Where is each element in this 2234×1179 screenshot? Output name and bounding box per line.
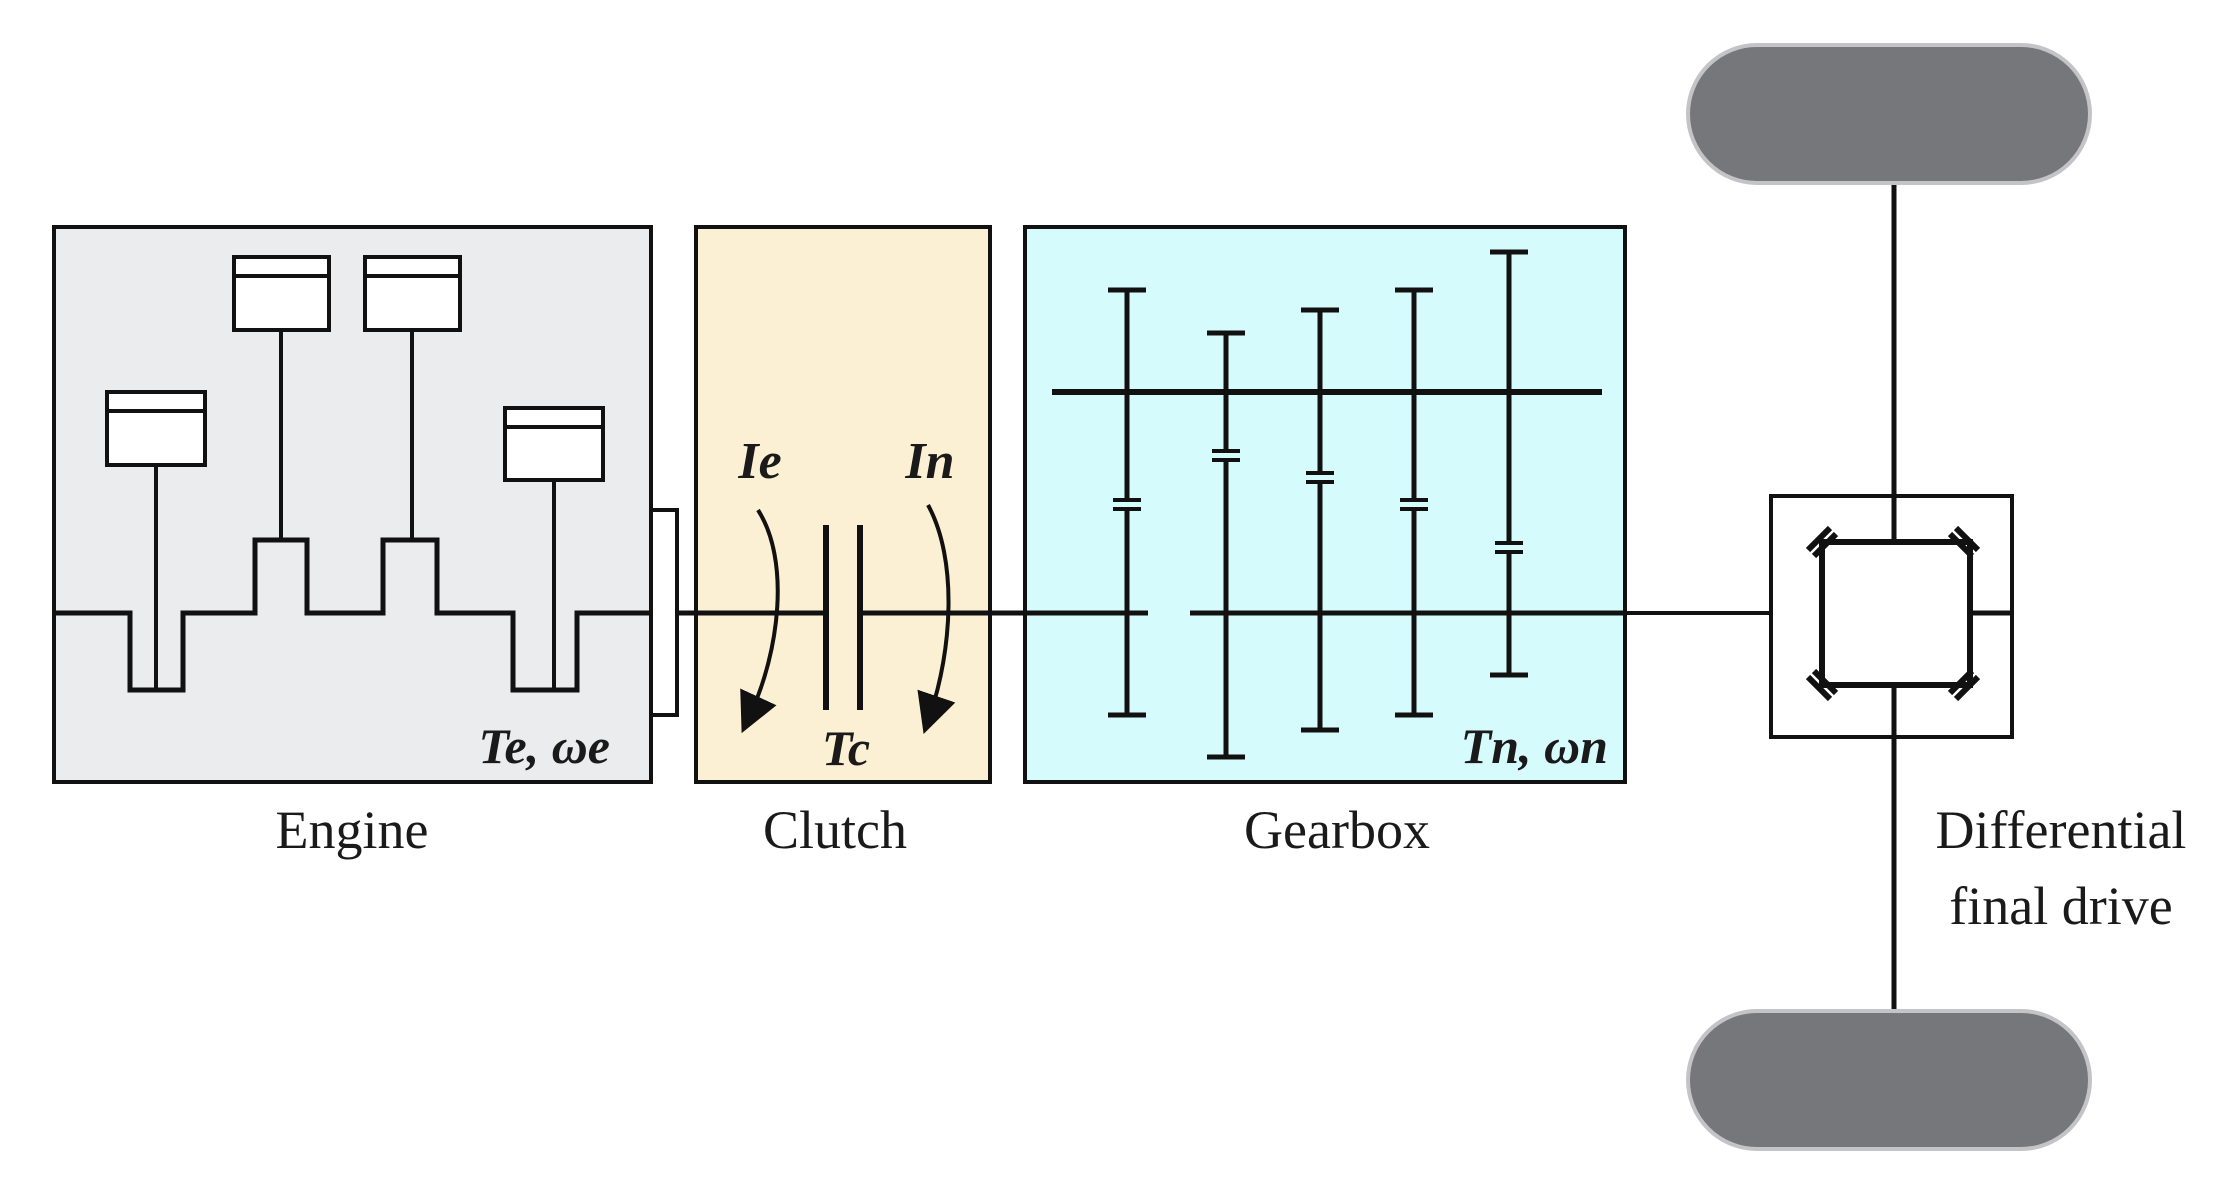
inertia-arrow-right xyxy=(917,504,956,734)
differential-inner xyxy=(1819,539,1973,688)
engine-label: Engine xyxy=(276,800,429,860)
differential-bevel-gears xyxy=(1805,525,1981,702)
inertia-arrow-left xyxy=(740,508,780,734)
gear-pair-5 xyxy=(1490,249,1528,678)
engine-box xyxy=(52,225,653,784)
piston-head-4 xyxy=(503,406,605,482)
differential-label-line1: Differential xyxy=(1936,800,2187,860)
clutch-inertia-right: In xyxy=(904,433,954,490)
clutch-block: Ie In Tc xyxy=(677,225,992,784)
gear-pair-1 xyxy=(1108,287,1146,718)
gear-pair-3 xyxy=(1301,307,1339,733)
differential-label-line2: final drive xyxy=(1949,876,2172,936)
clutch-label: Clutch xyxy=(763,800,907,860)
gearbox-annotation: Tn, ωn xyxy=(1461,718,1608,774)
gear-pair-2 xyxy=(1207,330,1245,760)
gearbox-block: Tn, ωn xyxy=(990,225,1627,784)
engine-crankshaft xyxy=(54,537,651,693)
flywheel xyxy=(649,508,679,717)
piston-head-1 xyxy=(105,390,207,467)
piston-head-3 xyxy=(363,255,462,332)
engine-block: Te, ωe xyxy=(52,225,653,784)
clutch-inertia-left: Ie xyxy=(737,433,781,490)
clutch-box xyxy=(694,225,992,784)
clutch-torque: Tc xyxy=(822,720,870,776)
engine-annotation: Te, ωe xyxy=(479,718,611,774)
wheel-lower xyxy=(1686,1009,2092,1151)
wheel-upper xyxy=(1686,43,2092,185)
gearbox-label: Gearbox xyxy=(1244,800,1430,860)
gear-pair-4 xyxy=(1395,287,1433,718)
piston-head-2 xyxy=(232,255,331,332)
